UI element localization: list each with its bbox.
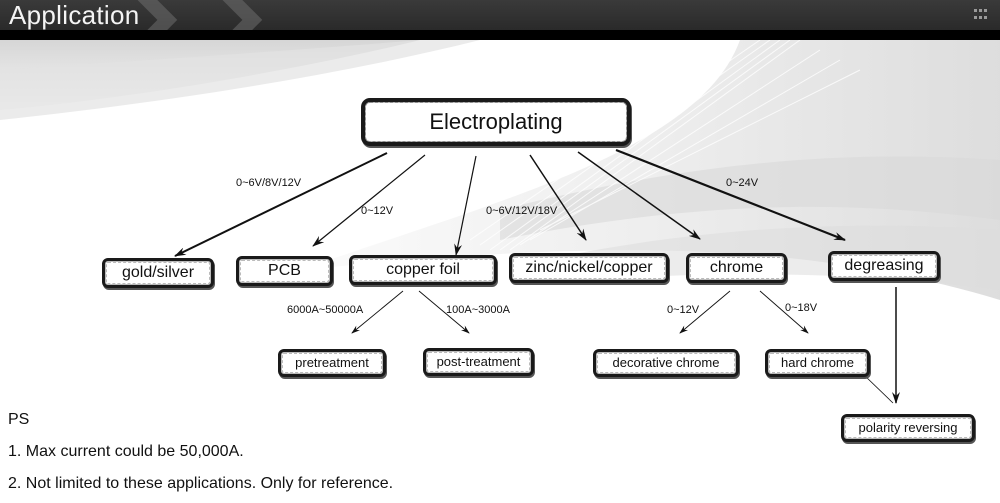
edge-label-decorative-chrome: 0~12V [667, 304, 700, 316]
edge-label-post-treatment: 100A~3000A [446, 304, 510, 316]
node-label: chrome [709, 259, 764, 276]
connector-hard-chrome-polarity [863, 374, 894, 404]
header-bar: Application [0, 0, 1000, 30]
node-gold-silver: gold/silver [102, 258, 214, 288]
node-degreasing: degreasing [828, 251, 940, 281]
arrow-to-pcb [312, 154, 426, 247]
node-chrome: chrome [686, 253, 787, 283]
node-electroplating: Electroplating [361, 98, 631, 146]
note-item: 1. Max current could be 50,000A. [8, 443, 244, 460]
arrow-to-decorative-chrome [679, 290, 731, 334]
edge-label-pretreatment: 6000A~50000A [287, 304, 364, 316]
node-label: pretreatment [295, 355, 369, 370]
edge-label-hard-chrome: 0~18V [785, 302, 818, 314]
arrow-to-copper-foil [454, 155, 477, 256]
node-label: PCB [268, 262, 301, 279]
node-label: post-treatment [436, 354, 521, 369]
node-pretreatment: pretreatment [278, 349, 386, 377]
node-label: hard chrome [781, 355, 854, 370]
page-title: Application [9, 0, 140, 30]
arrow-to-pretreatment [351, 290, 404, 334]
edge-label-degreasing: 0~24V [726, 177, 759, 189]
arrow-to-hard-chrome [759, 290, 809, 334]
node-post-treatment: post-treatment [423, 348, 534, 376]
edge-label-gold-silver: 0~6V/8V/12V [236, 177, 302, 189]
arrow-to-chrome [577, 151, 701, 240]
arrow-to-zinc-nickel-copper [529, 154, 587, 241]
edge-label-zinc-nickel-copper: 0~6V/12V/18V [486, 205, 558, 217]
node-label: polarity reversing [858, 420, 958, 435]
node-hard-chrome: hard chrome [765, 349, 870, 377]
node-copper-foil: copper foil [349, 255, 497, 285]
node-decorative-chrome: decorative chrome [593, 349, 739, 377]
node-label: Electroplating [429, 109, 563, 134]
node-label: degreasing [844, 257, 924, 274]
node-zinc-nickel-copper: zinc/nickel/copper [509, 253, 669, 283]
header-underline [0, 30, 1000, 40]
node-label: decorative chrome [612, 355, 720, 370]
edge-label-pcb: 0~12V [361, 205, 394, 217]
node-label: copper foil [386, 261, 460, 278]
node-polarity-reversing: polarity reversing [841, 414, 975, 442]
arrow-to-gold-silver [174, 152, 388, 257]
node-pcb: PCB [236, 256, 333, 286]
arrow-to-post-treatment [418, 290, 470, 334]
node-label: gold/silver [121, 264, 195, 281]
notes-heading: PS [8, 411, 30, 428]
grid-icon[interactable] [974, 9, 988, 21]
notes-section: PS 1. Max current could be 50,000A. 2. N… [8, 407, 393, 503]
node-label: zinc/nickel/copper [525, 259, 653, 276]
note-item: 2. Not limited to these applications. On… [8, 475, 394, 492]
arrow-to-degreasing [615, 148, 846, 242]
